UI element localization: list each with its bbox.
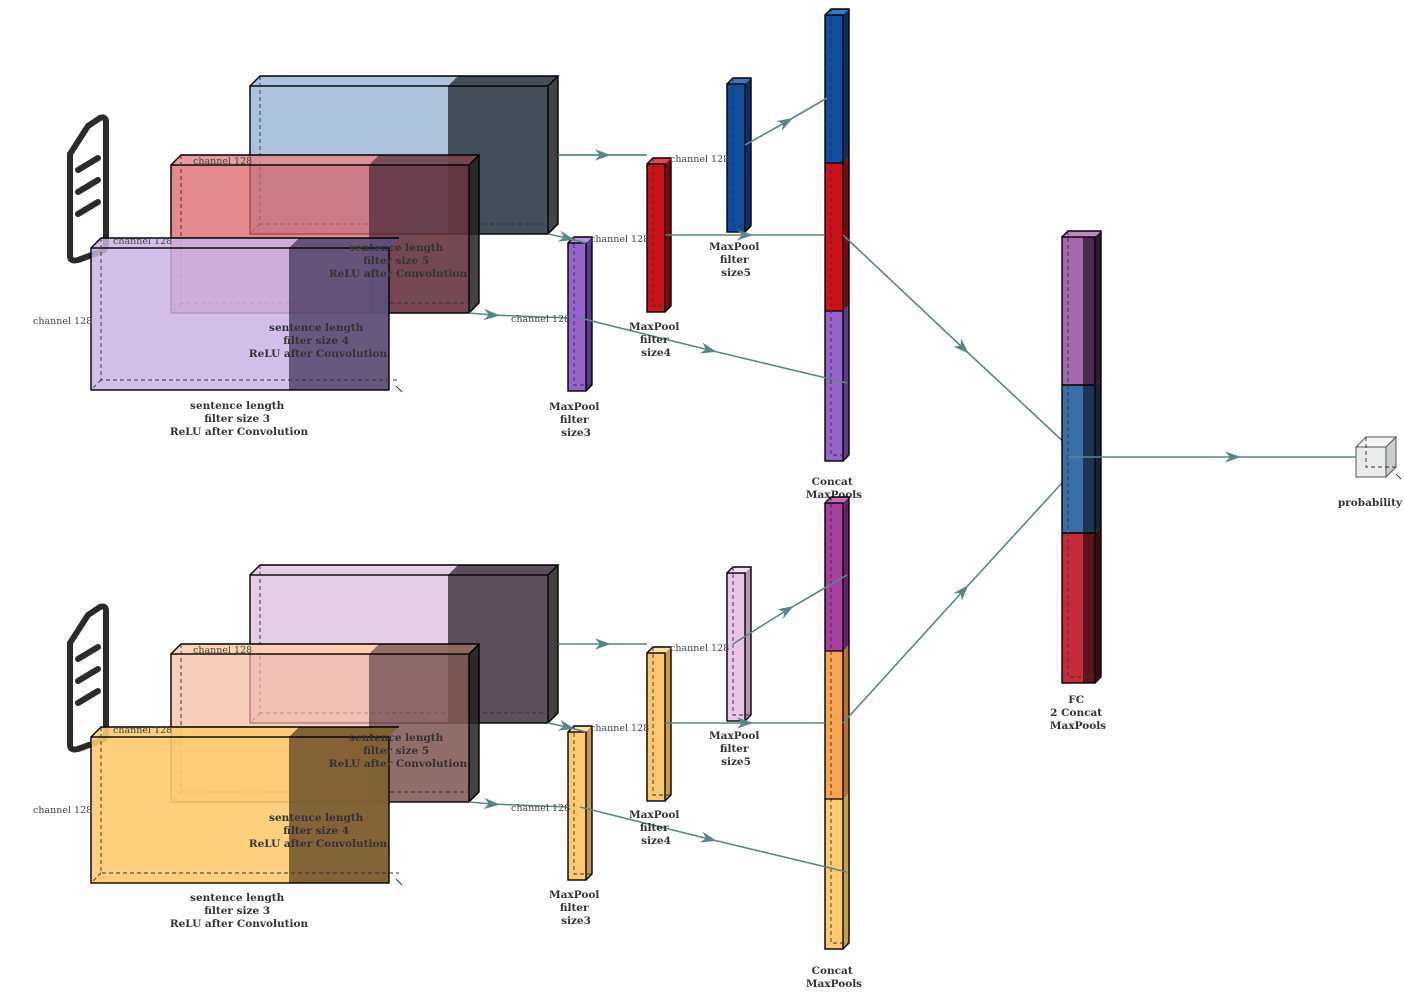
conv5-label: sentence length filter size 5 ReLU after… <box>329 732 468 770</box>
pool-block-size3 <box>567 236 593 392</box>
conv4-label: sentence length filter size 4 ReLU after… <box>249 812 388 850</box>
concat-label: Concat MaxPools <box>806 965 862 990</box>
channel-label: channel 128 <box>511 314 570 325</box>
conv3-label: sentence length filter size 3 ReLU after… <box>170 892 309 930</box>
connections-top <box>468 97 1084 461</box>
pool-block-size5 <box>726 566 752 722</box>
conv3-label: sentence length filter size 3 ReLU after… <box>170 400 309 438</box>
connections-bottom <box>468 459 1084 873</box>
pool4-label: MaxPool filter size4 <box>629 321 683 359</box>
fc-label: FC 2 Concat MaxPools <box>1050 694 1106 732</box>
concat-block <box>824 496 850 950</box>
channel-label: channel 128 <box>670 643 729 654</box>
output-label: probability <box>1338 497 1403 509</box>
pool5-label: MaxPool filter size5 <box>709 241 763 279</box>
channel-label: channel 128 <box>511 803 570 814</box>
pool4-label: MaxPool filter size4 <box>629 809 683 847</box>
channel-label: channel 128 <box>33 316 92 327</box>
branch-bottom: channel 128 channel 128 channel 128 chan… <box>33 459 1084 990</box>
pool-block-size3 <box>567 725 593 881</box>
document-icon <box>67 603 109 753</box>
channel-label: channel 128 <box>33 805 92 816</box>
conv5-label: sentence length filter size 5 ReLU after… <box>329 242 468 280</box>
conv-block-filter3 <box>90 726 403 886</box>
pool5-label: MaxPool filter size5 <box>709 730 763 768</box>
channel-label: channel 128 <box>670 154 729 165</box>
fc-block: FC 2 Concat MaxPools <box>1050 230 1106 732</box>
conv4-label: sentence length filter size 4 ReLU after… <box>249 322 388 360</box>
pool-block-size5 <box>726 77 752 233</box>
concat-block <box>824 8 850 462</box>
channel-label: channel 128 <box>590 723 649 734</box>
channel-label: channel 128 <box>590 234 649 245</box>
branch-top: channel 128 channel 128 channel 128 chan… <box>33 8 1084 501</box>
output-block: probability <box>1338 435 1403 509</box>
pool3-label: MaxPool filter size3 <box>549 889 603 927</box>
channel-label: channel 128 <box>193 156 252 167</box>
conv-block-filter3 <box>90 237 403 393</box>
pool3-label: MaxPool filter size3 <box>549 401 603 439</box>
channel-label: channel 128 <box>193 645 252 656</box>
channel-label: channel 128 <box>113 725 172 736</box>
channel-label: channel 128 <box>113 236 172 247</box>
pool-block-size4 <box>646 646 672 802</box>
